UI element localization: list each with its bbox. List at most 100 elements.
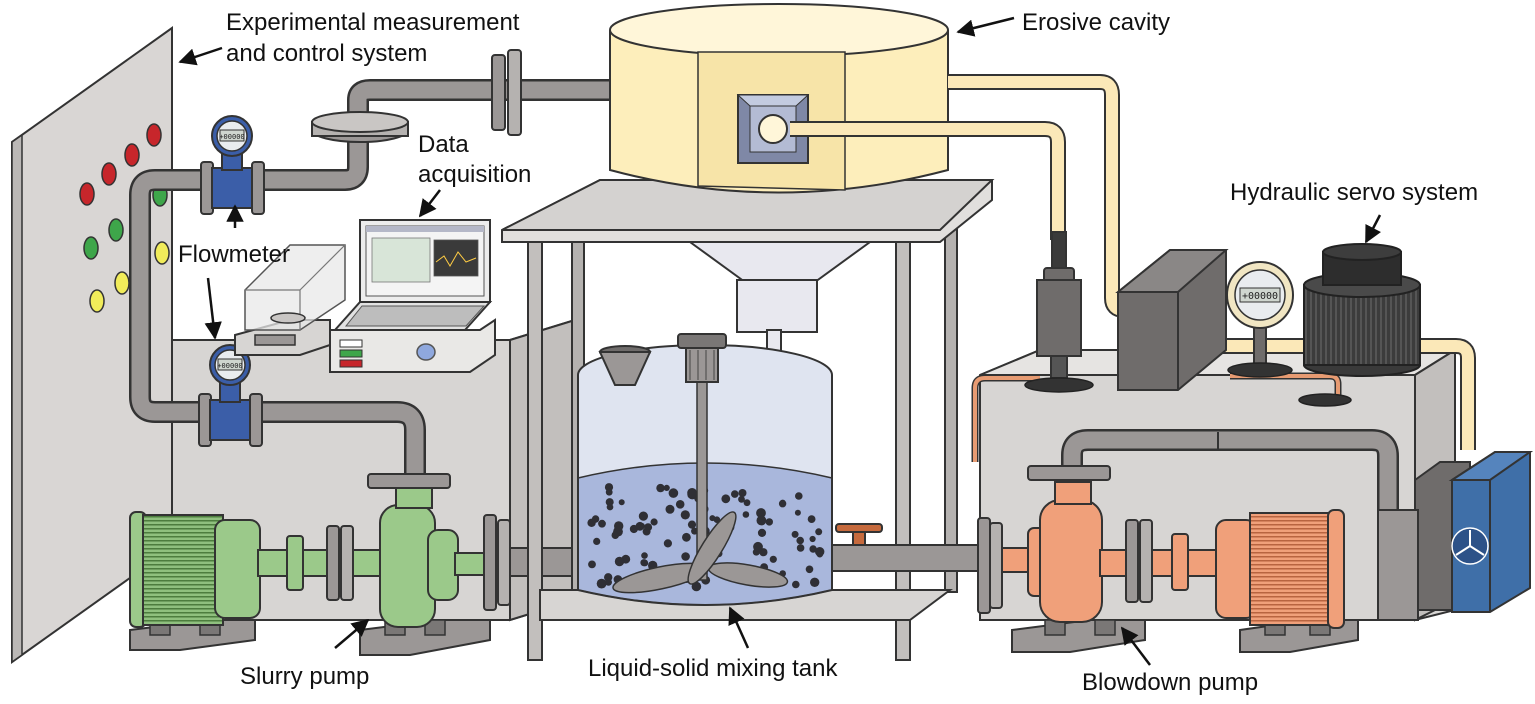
particle (682, 532, 691, 542)
particle (611, 531, 620, 539)
particle (809, 535, 816, 543)
particle (668, 488, 679, 498)
mixing-tank (577, 344, 833, 606)
label-erosive-cavity: Erosive cavity (1022, 9, 1170, 36)
outlet-pipe (831, 544, 983, 572)
hydraulic-lines (971, 372, 1342, 462)
particle (809, 545, 817, 553)
blowdown-pump (977, 465, 1359, 653)
indicator-light-green (83, 236, 99, 260)
indicator-light-yellow (154, 241, 170, 265)
particle (596, 578, 607, 589)
particle (731, 490, 739, 498)
particle (792, 580, 800, 589)
particle (605, 578, 612, 586)
indicator-light-red (79, 182, 95, 206)
pressure-gauge: +00000 (1226, 261, 1352, 407)
indicator-light-yellow (114, 271, 130, 295)
particle (738, 489, 747, 497)
particle (681, 552, 690, 561)
slurry-pump (129, 473, 586, 656)
particle (650, 518, 658, 526)
label-slurry-pump: Slurry pump (240, 663, 369, 690)
flowmeter-bottom-display: +00000 (217, 362, 242, 370)
particle (604, 483, 614, 492)
particle (807, 515, 816, 523)
particle (663, 484, 670, 491)
particle (709, 515, 716, 522)
particle (756, 508, 766, 518)
indicator-light-red (101, 162, 117, 186)
particle (757, 528, 767, 538)
particle (778, 500, 787, 508)
particle (796, 536, 804, 545)
label-blowdown-pump: Blowdown pump (1082, 669, 1258, 696)
particle (738, 495, 745, 503)
particle (687, 520, 697, 529)
pipe-flange (311, 49, 522, 143)
balance-scale (234, 244, 346, 356)
erosive-cavity (609, 3, 949, 194)
stirrer-motor (677, 333, 727, 383)
particle (656, 483, 665, 493)
particle (742, 511, 750, 518)
indicator-light-red (124, 143, 140, 167)
indicator-light-yellow (89, 289, 105, 313)
particle (810, 577, 820, 587)
particle (593, 537, 601, 546)
particle (795, 492, 803, 500)
particle (606, 503, 614, 511)
feed-funnel (598, 345, 652, 386)
particle (640, 559, 648, 567)
label-hydraulic-servo: Hydraulic servo system (1230, 179, 1478, 206)
particle (605, 488, 613, 496)
particle (794, 509, 801, 516)
hydraulic-cylinder (1024, 231, 1094, 393)
cooling-unit (1377, 451, 1534, 621)
particle (618, 499, 625, 506)
label-flowmeter: Flowmeter (178, 241, 290, 268)
particle (753, 541, 763, 552)
label-mixing-tank: Liquid-solid mixing tank (588, 655, 838, 682)
data-acquisition-laptop (332, 219, 493, 331)
blowdown-pipeline (1061, 429, 1399, 510)
particle (687, 488, 697, 498)
particle (663, 539, 673, 548)
particle (805, 565, 814, 574)
particle (588, 560, 596, 569)
particle (769, 555, 777, 563)
particle (587, 518, 596, 527)
particle (644, 523, 653, 532)
flowmeter-top-display: +00000 (219, 133, 244, 141)
hydraulic-servo-unit (1303, 243, 1421, 377)
particle (796, 544, 805, 552)
pressure-gauge-display: +00000 (1242, 291, 1278, 302)
particle (614, 556, 625, 567)
servo-valve-box (1115, 249, 1229, 391)
particle (815, 528, 823, 536)
particle (721, 494, 731, 504)
callout-arrows (178, 16, 1382, 666)
label-control-system-2: and control system (226, 40, 427, 67)
flowmeter-top: +00000 (200, 115, 265, 215)
label-control-system: Experimental measurement (226, 9, 520, 36)
particle (680, 510, 690, 520)
particle (665, 504, 675, 514)
slurry-pipeline (129, 79, 626, 495)
particle (638, 511, 649, 521)
particle (743, 499, 751, 507)
daq-controller-box (329, 318, 496, 373)
particle (791, 530, 799, 538)
label-data-acquisition-2: acquisition (418, 161, 531, 188)
indicator-light-green (108, 218, 124, 242)
particle (598, 519, 606, 528)
particle (605, 498, 614, 507)
particle (765, 518, 773, 526)
particle (816, 550, 824, 558)
particle (638, 522, 645, 530)
particle (675, 500, 685, 509)
particle (756, 515, 767, 526)
particle (641, 552, 648, 559)
particle (614, 521, 624, 531)
